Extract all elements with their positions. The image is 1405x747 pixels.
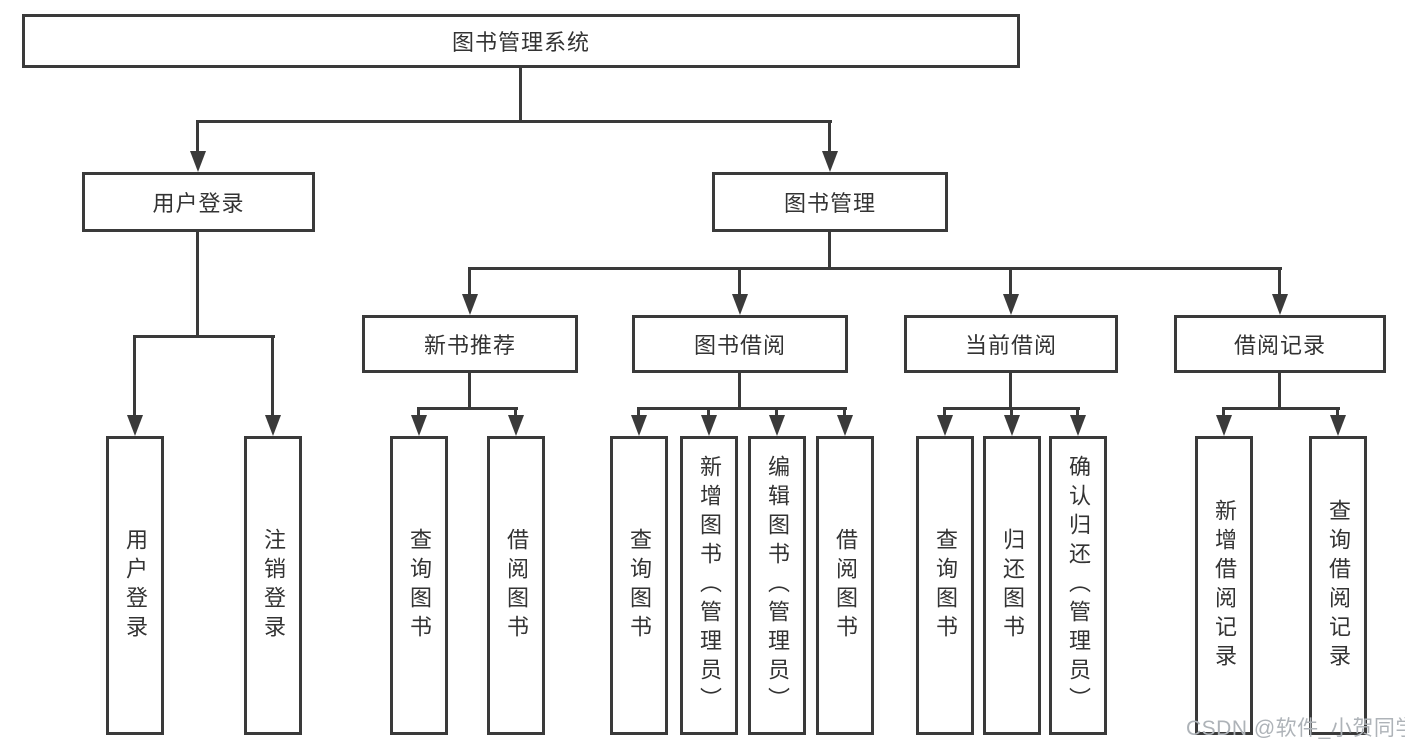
arrow-down-icon <box>190 151 206 172</box>
node-label: 借阅记录 <box>1233 333 1326 358</box>
arrow-down-icon <box>508 415 524 436</box>
leaf-add-borrow-record: 新增借阅记录 <box>1195 436 1253 735</box>
leaf-label: 归还图书 <box>1000 527 1025 644</box>
connector-line <box>468 267 1282 270</box>
leaf-label: 查询借阅记录 <box>1326 498 1351 673</box>
arrow-down-icon <box>127 415 143 436</box>
connector-line <box>738 373 741 409</box>
leaf-borrow-books-recommend: 借阅图书 <box>487 436 545 735</box>
arrow-down-icon <box>265 415 281 436</box>
arrow-down-icon <box>1272 294 1288 315</box>
arrow-down-icon <box>1004 415 1020 436</box>
leaf-logout: 注销登录 <box>244 436 302 735</box>
connector-line <box>133 335 275 338</box>
leaf-label: 查询图书 <box>407 527 432 644</box>
connector-line <box>828 120 831 153</box>
leaf-label: 新增借阅记录 <box>1212 498 1237 673</box>
connector-line <box>197 120 832 123</box>
connector-line <box>1010 407 1013 418</box>
connector-line <box>637 407 640 418</box>
connector-line <box>196 120 199 153</box>
node-label: 用户登录 <box>152 191 245 216</box>
connector-line <box>417 407 518 410</box>
connector-line <box>514 407 517 418</box>
node-book-management: 图书管理 <box>712 172 948 232</box>
arrow-down-icon <box>1070 415 1086 436</box>
connector-line <box>1278 373 1281 409</box>
leaf-borrow-books-borrowing: 借阅图书 <box>816 436 874 735</box>
connector-line <box>196 232 199 337</box>
connector-line <box>519 68 522 123</box>
leaf-label: 查询图书 <box>933 527 958 644</box>
connector-line <box>133 335 136 418</box>
arrow-down-icon <box>1330 415 1346 436</box>
leaf-label: 借阅图书 <box>833 527 858 644</box>
arrow-down-icon <box>1216 415 1232 436</box>
connector-line <box>271 335 274 418</box>
arrow-down-icon <box>732 294 748 315</box>
connector-line <box>843 407 846 418</box>
connector-line <box>1278 267 1281 297</box>
leaf-add-books-admin: 新增图书（管理员） <box>680 436 738 735</box>
node-library-management-system: 图书管理系统 <box>22 14 1020 68</box>
arrow-down-icon <box>631 415 647 436</box>
connector-line <box>943 407 946 418</box>
arrow-down-icon <box>462 294 478 315</box>
leaf-query-books-borrowing: 查询图书 <box>610 436 668 735</box>
leaf-confirm-return-admin: 确认归还（管理员） <box>1049 436 1107 735</box>
arrow-down-icon <box>837 415 853 436</box>
node-user-login: 用户登录 <box>82 172 315 232</box>
connector-line <box>1222 407 1225 418</box>
arrow-down-icon <box>1003 294 1019 315</box>
node-current-borrowing: 当前借阅 <box>904 315 1118 373</box>
leaf-user-login: 用户登录 <box>106 436 164 735</box>
leaf-label: 新增图书（管理员） <box>697 455 722 716</box>
csdn-watermark: CSDN @软件_小贺同学 <box>1186 717 1405 740</box>
leaf-query-books-recommend: 查询图书 <box>390 436 448 735</box>
leaf-label: 查询图书 <box>627 527 652 644</box>
leaf-label: 编辑图书（管理员） <box>765 455 790 716</box>
connector-line <box>738 267 741 297</box>
leaf-query-books-current: 查询图书 <box>916 436 974 735</box>
node-borrowing-records: 借阅记录 <box>1174 315 1386 373</box>
leaf-label: 借阅图书 <box>504 527 529 644</box>
connector-line <box>1222 407 1340 410</box>
connector-line <box>468 267 471 297</box>
node-book-borrowing: 图书借阅 <box>632 315 848 373</box>
connector-line <box>1076 407 1079 418</box>
connector-line <box>775 407 778 418</box>
leaf-label: 确认归还（管理员） <box>1066 455 1091 716</box>
connector-line <box>707 407 710 418</box>
leaf-edit-books-admin: 编辑图书（管理员） <box>748 436 806 735</box>
leaf-label: 注销登录 <box>261 527 286 644</box>
connector-line <box>1009 267 1012 297</box>
leaf-return-books: 归还图书 <box>983 436 1041 735</box>
leaf-query-borrow-record: 查询借阅记录 <box>1309 436 1367 735</box>
connector-line <box>828 232 831 270</box>
leaf-label: 用户登录 <box>123 527 148 644</box>
arrow-down-icon <box>701 415 717 436</box>
connector-line <box>468 373 471 409</box>
node-label: 图书管理 <box>783 191 876 216</box>
arrow-down-icon <box>937 415 953 436</box>
connector-line <box>1009 373 1012 409</box>
arrow-down-icon <box>822 151 838 172</box>
connector-line <box>637 407 847 410</box>
connector-line <box>1336 407 1339 418</box>
node-label: 当前借阅 <box>964 333 1057 358</box>
node-label: 新书推荐 <box>423 333 516 358</box>
node-new-book-recommendation: 新书推荐 <box>362 315 578 373</box>
connector-line <box>417 407 420 418</box>
node-label: 图书管理系统 <box>451 30 590 55</box>
node-label: 图书借阅 <box>693 333 786 358</box>
arrow-down-icon <box>411 415 427 436</box>
arrow-down-icon <box>769 415 785 436</box>
